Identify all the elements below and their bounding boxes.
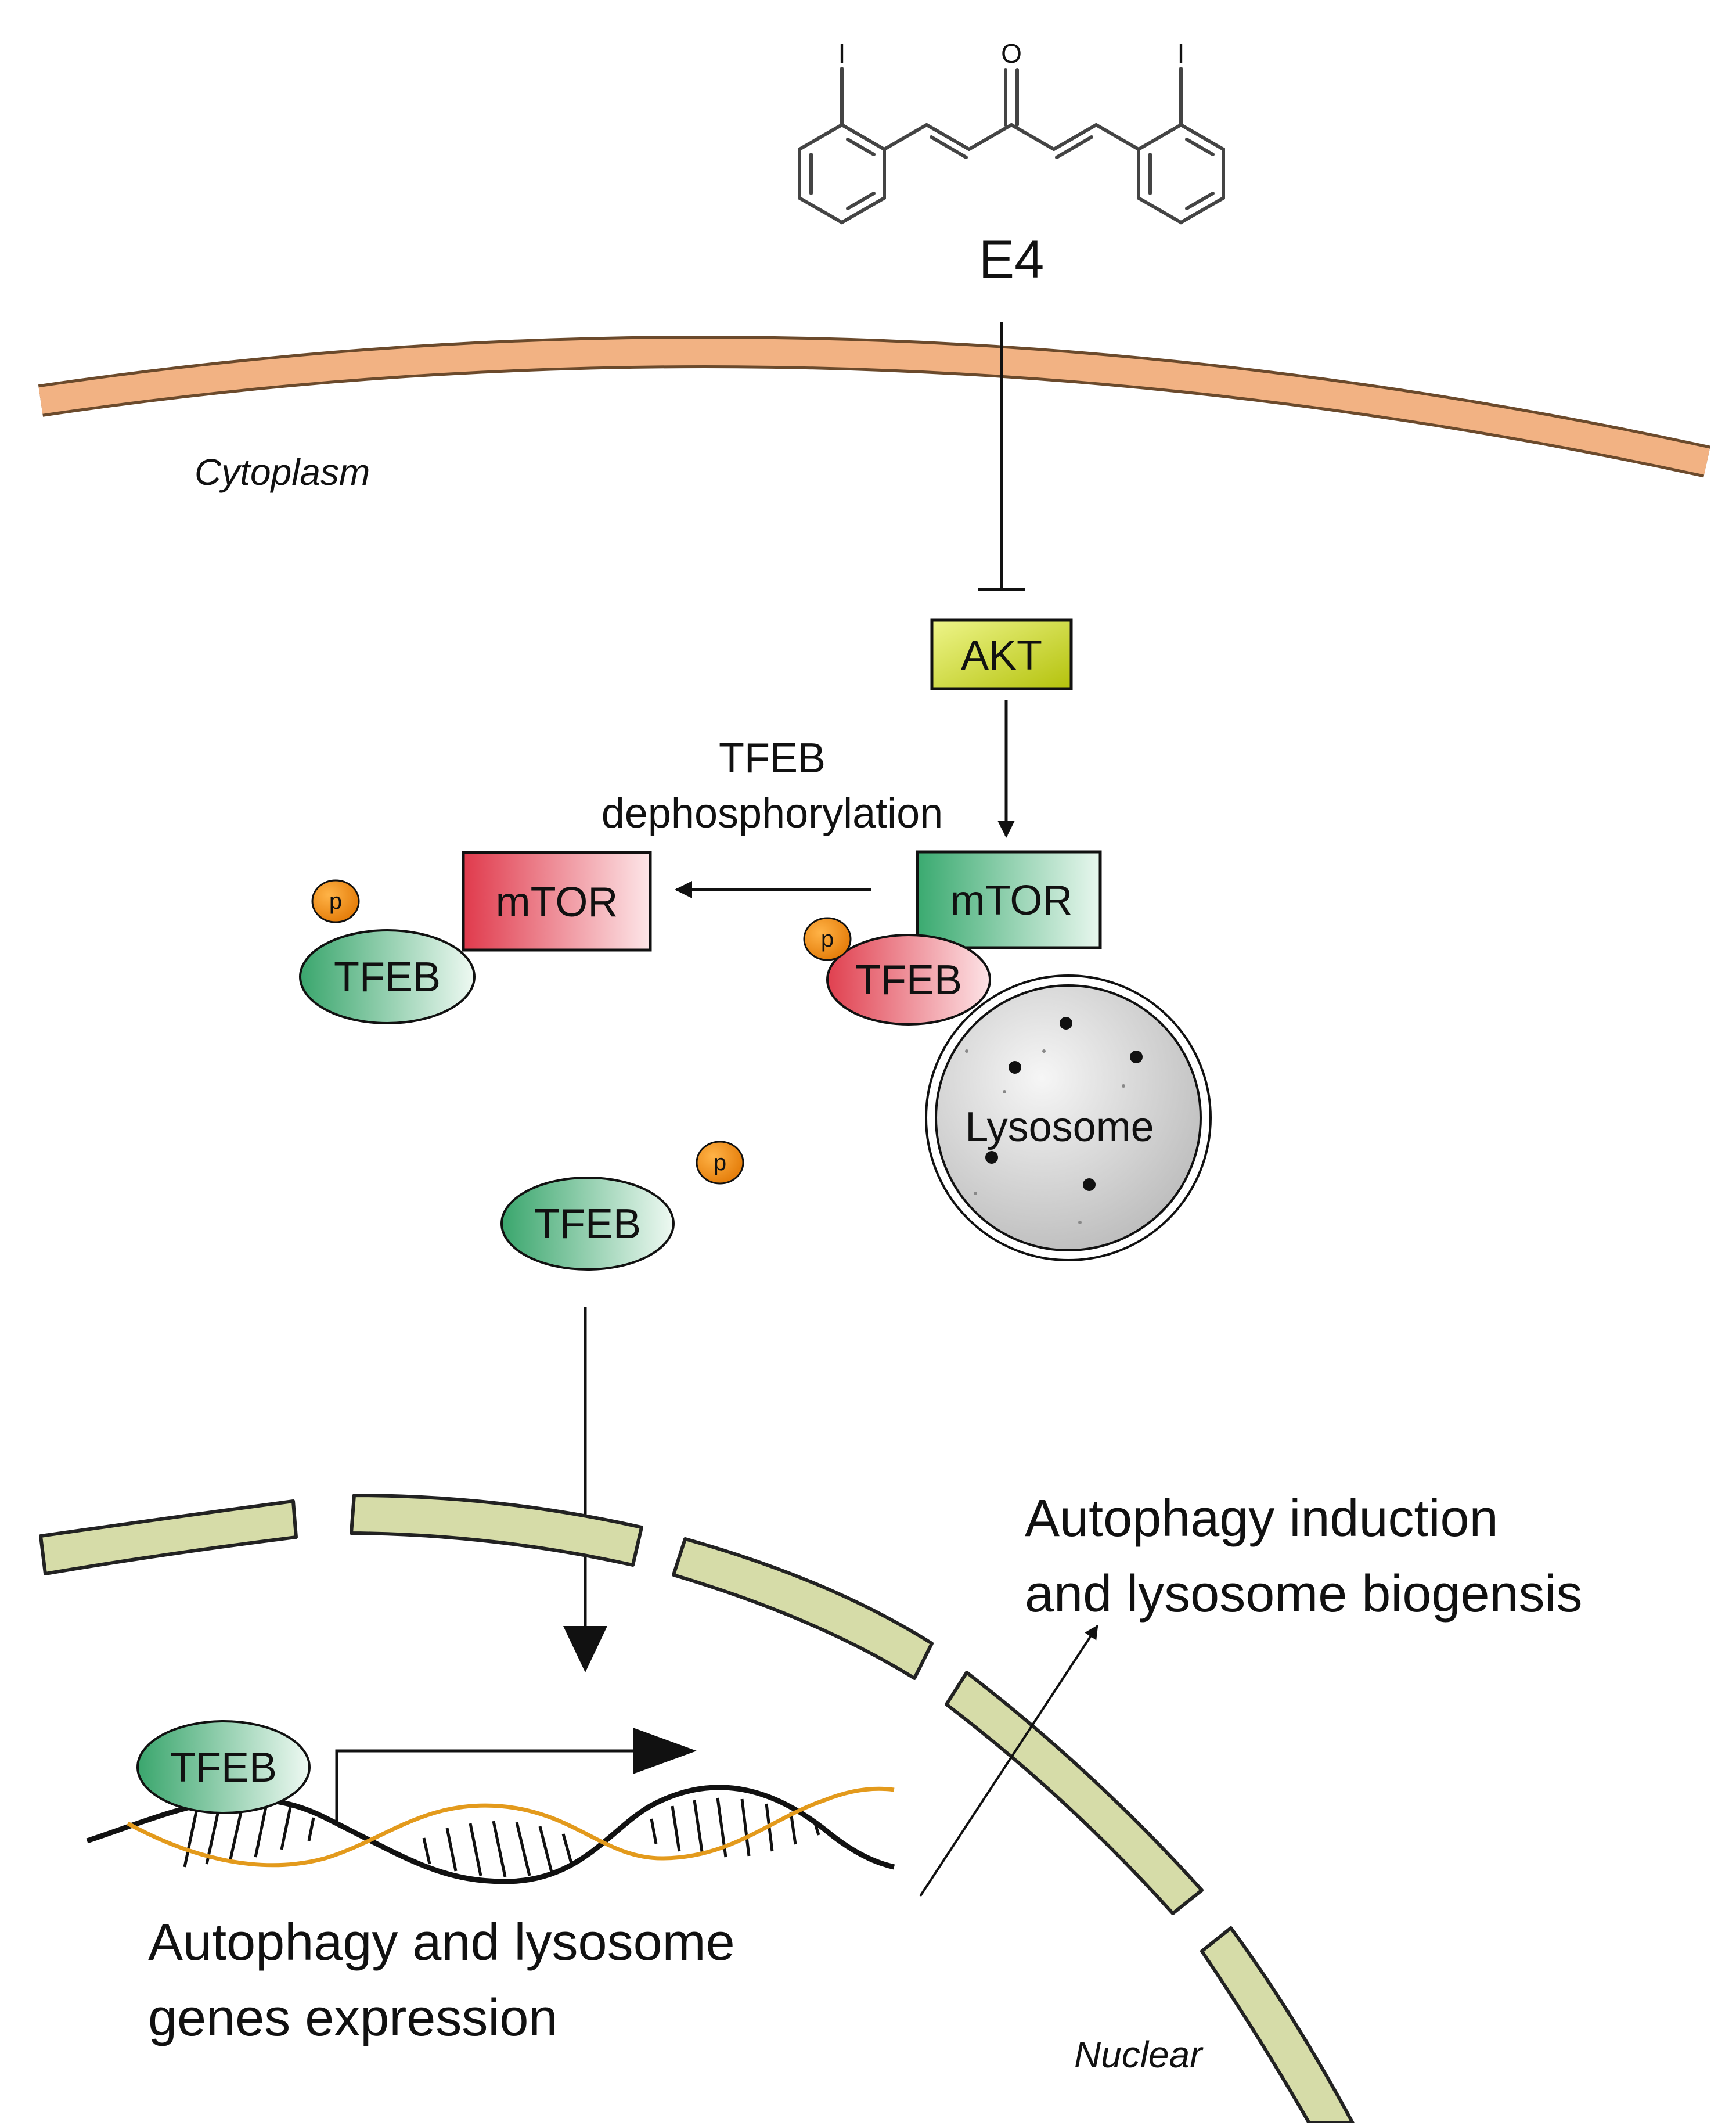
translocation-arrowhead — [563, 1626, 607, 1672]
phospho-p1: p — [311, 879, 360, 923]
nuclear-envelope — [39, 1494, 1355, 2125]
phospho-p1-label: p — [329, 888, 342, 914]
nuclear-label: Nuclear — [1074, 2034, 1204, 2075]
autophagy-induction-line2: and lysosome biogensis — [1025, 1565, 1583, 1623]
transcription-arrowhead — [633, 1728, 697, 1774]
tfeb-dna-label: TFEB — [170, 1744, 277, 1791]
e4-structure — [798, 67, 1225, 225]
cytoplasm-label: Cytoplasm — [195, 451, 370, 493]
genes-expression-line1: Autophagy and lysosome — [148, 1913, 735, 1972]
mtor-inactive-node: mTOR — [462, 851, 652, 952]
tfeb-left: TFEB — [299, 929, 476, 1024]
export-arrow — [919, 1624, 1098, 1897]
tfeb-free: TFEB — [500, 1177, 675, 1271]
dephos-label-line1: TFEB — [719, 735, 826, 782]
phospho-p3-label: p — [714, 1150, 726, 1175]
iodine-atom-right: I — [1177, 38, 1185, 69]
tfeb-free-label: TFEB — [534, 1201, 641, 1247]
tfeb-left-label: TFEB — [334, 954, 441, 1001]
tfeb-dna: TFEB — [136, 1720, 311, 1814]
mtor-active-label: mTOR — [950, 877, 1073, 924]
phospho-p2: p — [803, 917, 852, 961]
iodine-atom-left: I — [838, 38, 846, 69]
mtor-active-node: mTOR — [916, 850, 1102, 949]
dephos-label-line2: dephosphorylation — [602, 790, 943, 837]
mtor-inactive-label: mTOR — [496, 879, 618, 926]
lysosome: Lysosome — [925, 974, 1212, 1261]
akt-label: AKT — [961, 632, 1042, 679]
genes-expression-line2: genes expression — [148, 1989, 557, 2047]
akt-node: AKT — [930, 618, 1073, 690]
transcription-arrow — [335, 1749, 639, 1823]
lysosome-label: Lysosome — [965, 1104, 1154, 1150]
compound-label: E4 — [979, 230, 1045, 289]
tfeb-lysosome: TFEB — [826, 934, 991, 1026]
autophagy-induction-line1: Autophagy induction — [1025, 1490, 1499, 1548]
tfeb-lysosome-label: TFEB — [855, 957, 962, 1003]
phospho-p2-label: p — [821, 926, 834, 952]
phospho-p3: p — [696, 1141, 744, 1185]
oxygen-atom: O — [1001, 38, 1022, 69]
